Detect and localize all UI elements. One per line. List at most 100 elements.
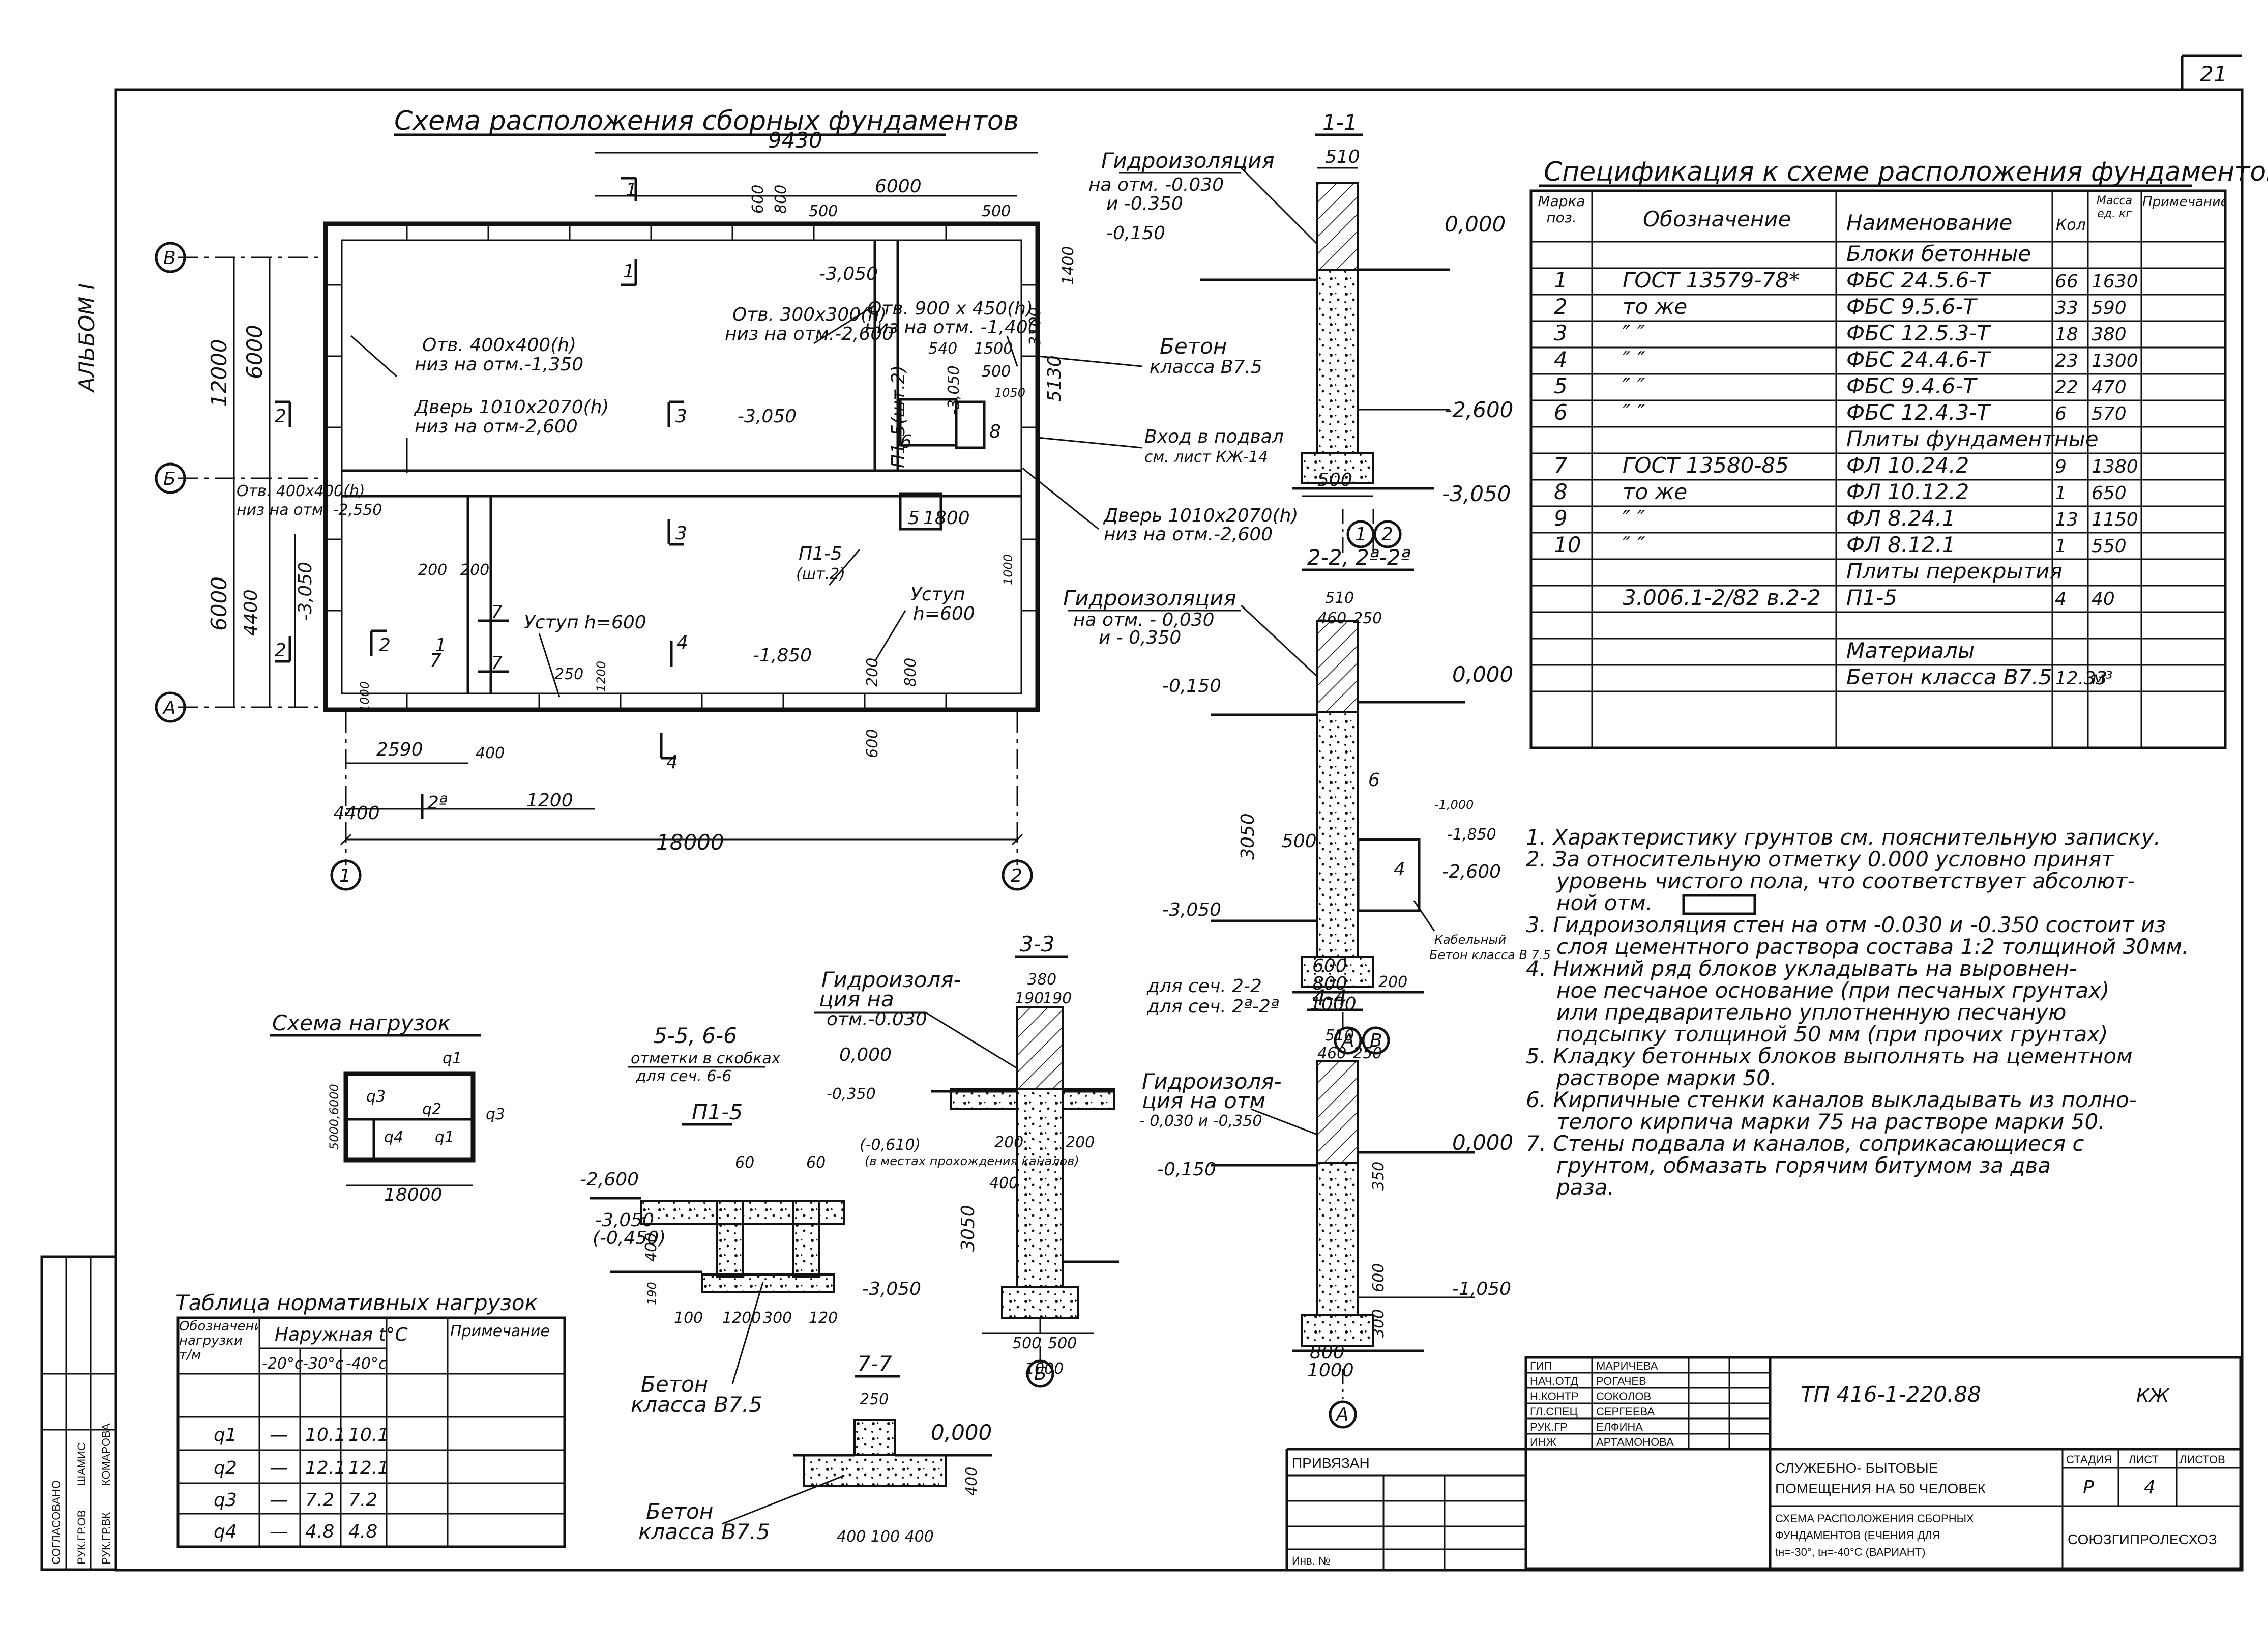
spec-row-mass: 650 (2092, 483, 2127, 504)
sec33-d200a: 200 (994, 1134, 1023, 1151)
sec22-title: 2-2, 2ª-2ª (1307, 545, 1410, 570)
sec22-d600: 600 (1312, 956, 1347, 976)
stamp-name: ЕЛФИНА (1596, 1421, 1643, 1433)
sec22-w500: 500 (1282, 831, 1317, 852)
spec-row-qty: 9 (2055, 456, 2067, 477)
loads-row-t1: — (270, 1425, 288, 1445)
spec-row-mark: 4 (1554, 347, 1568, 372)
sec44-w1000: 1000 (1307, 1360, 1354, 1381)
dim-5130: 5130 (1044, 355, 1065, 402)
note-slab2-n: (шт.2) (796, 565, 845, 583)
spec-title: Спецификация к схеме расположения фундам… (1544, 157, 2268, 187)
spec-row-mass: 380 (2092, 324, 2127, 345)
sec55-d400: 400 (642, 1233, 660, 1262)
stamp-sheet-title2: ФУНДАМЕНТОВ (ЕЧЕНИЯ ДЛЯ (1775, 1529, 1940, 1542)
spec-row-qty: 33 (2055, 298, 2078, 319)
sec55-title: 5-5, 6-6 (654, 1023, 737, 1048)
note-line: слоя цементного раствора состава 1:2 тол… (1556, 934, 2189, 959)
note-entrance-ref: см. лист КЖ-14 (1144, 448, 1268, 466)
spec-row-name: ФБС 12.4.3-Т (1846, 400, 1991, 425)
sec55-note2: для сеч. 6-6 (635, 1067, 731, 1085)
dim-2590: 2590 (376, 739, 423, 760)
spec-row-code: то же (1623, 479, 1687, 504)
note-door1: Дверь 1010х2070(h) (414, 397, 609, 418)
note-concrete-class: класса В7.5 (1150, 357, 1262, 378)
sec22-l0150: -0,150 (1162, 676, 1221, 697)
stamp-building2: ПОМЕЩЕНИЯ НА 50 ЧЕЛОВЕК (1775, 1481, 1986, 1496)
cut-4-bottom: 4 (666, 752, 678, 773)
sec22-w510: 510 (1325, 589, 1354, 607)
sec33-note-canal: (в местах прохождения каналов) (865, 1154, 1079, 1168)
level-plan-1: -3,050 (819, 264, 878, 284)
section-4-4: 4-4 Гидроизоля- ция на отм - 0,030 и -0,… (1139, 985, 1513, 1429)
sec11-waterproof-and: и -0.350 (1106, 193, 1183, 214)
note-slab1: П1-5(шт.2) (888, 365, 909, 468)
note-line: грунтом, обмазать горячим битумом за два (1556, 1153, 2051, 1178)
sec44-l0150: -0,150 (1157, 1159, 1216, 1180)
sec44-w250: 250 (1353, 1045, 1382, 1062)
sec44-w510: 510 (1325, 1027, 1354, 1045)
loads-row-t3: 12.1 (348, 1458, 389, 1479)
note-opening1-low: низ на отм.-1,350 (415, 354, 583, 375)
sec33-waterproof-at: отм.-0.030 (827, 1009, 927, 1030)
stamp-inv: Инв. № (1292, 1554, 1330, 1567)
stamp-name: СЕРГЕЕВА (1596, 1405, 1655, 1418)
note-line: раза. (1556, 1175, 1614, 1200)
spec-head-code: Обозначение (1643, 207, 1791, 231)
spec-row-qty: 1 (2055, 536, 2067, 557)
spec-row-name: ФБС 24.5.6-Т (1846, 268, 1991, 293)
loads-q2: q2 (422, 1101, 441, 1118)
loads-q1b: q1 (435, 1128, 454, 1146)
sec33-title: 3-3 (1020, 932, 1055, 957)
loads-row-t3: 4.8 (348, 1521, 377, 1542)
sec55-l2600: -2,600 (580, 1169, 639, 1190)
cut-2-bottom: 1 (623, 261, 635, 282)
stamp-bound: ПРИВЯЗАН (1292, 1455, 1370, 1471)
dim-200-a: 200 (418, 561, 447, 579)
mark-5: 5 (908, 508, 920, 529)
axis-b: Б (163, 469, 176, 489)
note-line: ной отм. (1556, 890, 1653, 915)
stamp-role: ГИП (1530, 1359, 1552, 1372)
spec-row-qty: 13 (2055, 509, 2078, 530)
dim-540: 540 (928, 340, 957, 358)
sec22-l3050: -3,050 (1162, 900, 1221, 920)
sec11-title: 1-1 (1322, 110, 1358, 135)
note-line: телого кирпича марки 75 на растворе марк… (1556, 1109, 2105, 1134)
mark-7: 7 (430, 650, 441, 671)
note-line: 3. Гидроизоляция стен на отм -0.030 и -0… (1526, 912, 2166, 937)
sec11-l0150: -0,150 (1106, 223, 1165, 244)
dim-1500: 1500 (974, 340, 1013, 358)
spec-table: Спецификация к схеме расположения фундам… (1529, 157, 2268, 749)
stamp-role: НАЧ.ОТД (1530, 1375, 1578, 1387)
sec44-axis: А (1335, 1404, 1349, 1425)
sheet-number: 21 (2200, 62, 2227, 86)
spec-row-code: 3.006.1-2/82 в.2-2 (1623, 585, 1821, 610)
cut-1-inner: 2 (379, 635, 391, 656)
loads-q3b: q3 (486, 1106, 505, 1123)
dim-1400: 1400 (1059, 246, 1077, 285)
sec44-waterproof: Гидроизоля- (1142, 1069, 1282, 1094)
note-line: 4. Нижний ряд блоков укладывать на выров… (1526, 956, 2077, 981)
sec22-h3050: 3050 (1238, 813, 1258, 860)
spec-row-mark: 1 (1554, 268, 1568, 293)
sec55-l3050: -3,050 (595, 1210, 654, 1231)
spec-head-qty: Кол (2056, 216, 2086, 234)
spec-row-mark: 2 (1554, 294, 1568, 319)
spec-row-qty: 12.33 (2055, 668, 2107, 689)
dim-1200-bottom: 1200 (526, 790, 573, 811)
spec-group-header: Материалы (1846, 638, 1975, 663)
sec55-d60b: 60 (806, 1154, 826, 1172)
level-plan-3: -3,050 (738, 406, 797, 427)
cut-2a: 2ª (427, 793, 448, 814)
loads-table-head-outer: Наружная t°C (275, 1324, 408, 1345)
sec44-d300: 300 (1370, 1309, 1388, 1338)
sec77-concrete-class: класса В7.5 (638, 1519, 770, 1544)
cut-1-top: 2 (275, 406, 286, 427)
spec-row-mass: м³ (2092, 668, 2113, 689)
mark-6: 6 (900, 431, 912, 452)
sec77-dw: 400 100 400 (837, 1528, 934, 1546)
note-entrance: Вход в подвал (1144, 426, 1284, 447)
sec55-d190: 190 (645, 1282, 659, 1305)
